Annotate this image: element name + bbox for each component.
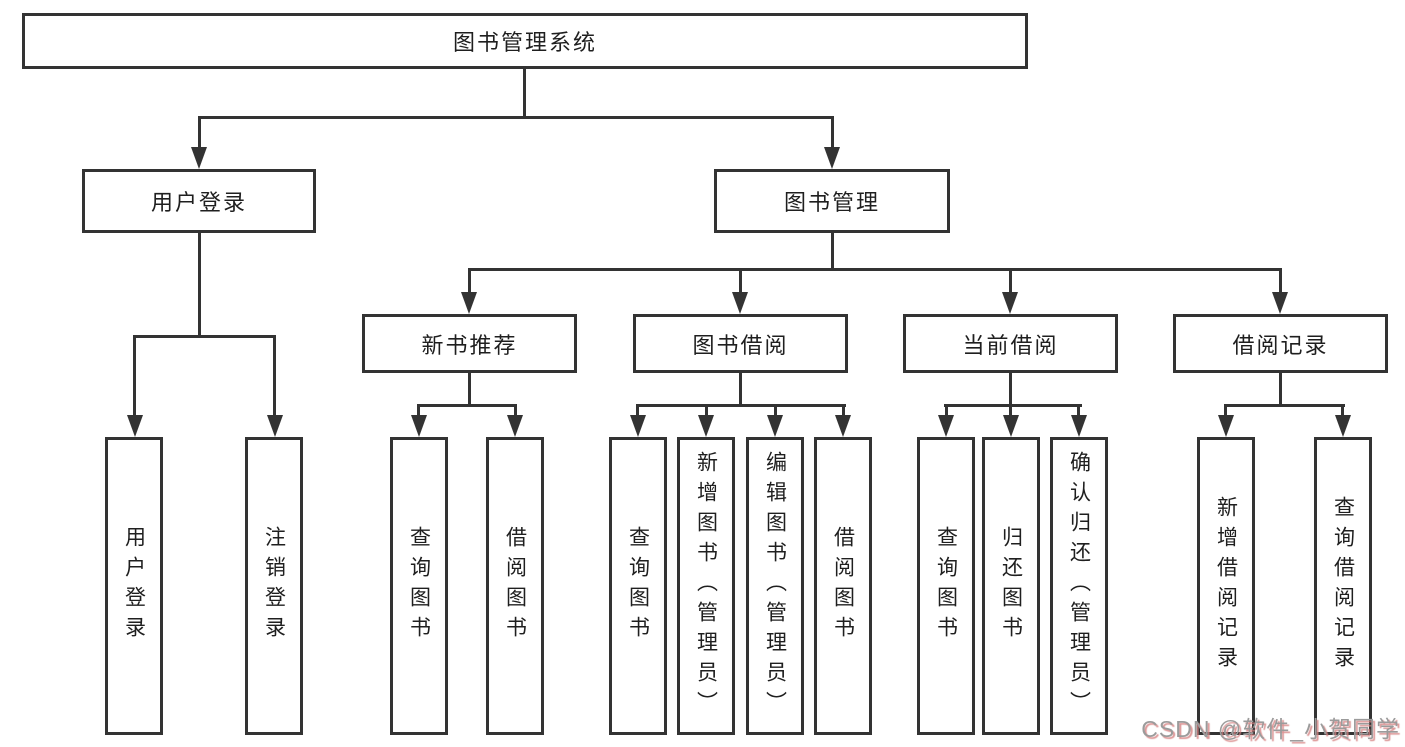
connector-segment <box>1224 404 1345 407</box>
node-book-mgmt: 图书管理 <box>714 169 950 233</box>
node-label: 新增借阅记录 <box>1214 496 1238 676</box>
connector-segment <box>739 373 742 407</box>
arrow-down-icon <box>1071 415 1087 437</box>
node-label: 注销登录 <box>262 526 286 646</box>
arrow-down-icon <box>127 415 143 437</box>
connector-segment <box>842 407 845 415</box>
connector-segment <box>468 373 471 407</box>
connector-segment <box>1279 271 1282 292</box>
arrow-down-icon <box>507 415 523 437</box>
arrow-down-icon <box>1002 292 1018 314</box>
leaf-bb-add-book-admin: 新增图书（管理员） <box>677 437 735 735</box>
connector-segment <box>468 271 471 292</box>
node-label: 新书推荐 <box>421 332 518 358</box>
arrow-down-icon <box>1003 415 1019 437</box>
arrow-down-icon <box>938 415 954 437</box>
node-label: 查询图书 <box>934 526 958 646</box>
node-label: 用户登录 <box>150 190 247 215</box>
connector-segment <box>1279 373 1282 407</box>
connector-segment <box>945 407 948 415</box>
node-label: 查询借阅记录 <box>1331 496 1355 676</box>
arrow-down-icon <box>835 415 851 437</box>
node-label: 查询图书 <box>407 526 431 646</box>
leaf-br-add-record: 新增借阅记录 <box>1197 437 1255 735</box>
node-label: 图书管理系统 <box>452 30 597 55</box>
node-label: 查询图书 <box>626 526 650 646</box>
arrow-down-icon <box>191 147 207 169</box>
leaf-bb-query-book: 查询图书 <box>609 437 667 735</box>
connector-segment <box>831 233 834 271</box>
node-label: 新增图书（管理员） <box>694 451 718 721</box>
connector-segment <box>1224 407 1227 415</box>
node-new-book-recommend: 新书推荐 <box>362 314 577 373</box>
connector-segment <box>831 119 834 147</box>
node-label: 图书借阅 <box>692 332 789 358</box>
arrow-down-icon <box>1218 415 1234 437</box>
leaf-cb-query-book: 查询图书 <box>917 437 975 735</box>
connector-segment <box>273 338 276 415</box>
leaf-user-login: 用户登录 <box>105 437 163 735</box>
leaf-nbr-borrow-book: 借阅图书 <box>486 437 544 735</box>
arrow-down-icon <box>630 415 646 437</box>
connector-segment <box>133 335 276 338</box>
arrow-down-icon <box>1335 415 1351 437</box>
node-label: 借阅记录 <box>1232 332 1329 358</box>
csdn-watermark: CSDN @软件_小贺同学 <box>1141 716 1400 742</box>
leaf-nbr-query-book: 查询图书 <box>390 437 448 735</box>
arrow-down-icon <box>698 415 714 437</box>
connector-segment <box>523 69 526 119</box>
node-label: 当前借阅 <box>962 332 1059 358</box>
node-root: 图书管理系统 <box>22 13 1028 69</box>
node-borrow-records: 借阅记录 <box>1173 314 1388 373</box>
arrow-down-icon <box>732 292 748 314</box>
connector-segment <box>1009 373 1012 407</box>
connector-segment <box>1077 407 1080 415</box>
connector-segment <box>636 404 846 407</box>
node-book-borrow: 图书借阅 <box>633 314 848 373</box>
leaf-cb-confirm-return-admin: 确认归还（管理员） <box>1050 437 1108 735</box>
node-label: 借阅图书 <box>831 526 855 646</box>
connector-segment <box>774 407 777 415</box>
node-label: 归还图书 <box>999 526 1023 646</box>
connector-segment <box>198 119 201 147</box>
connector-segment <box>636 407 639 415</box>
arrow-down-icon <box>1272 292 1288 314</box>
leaf-cb-return-book: 归还图书 <box>982 437 1040 735</box>
connector-segment <box>198 116 834 119</box>
node-user-login: 用户登录 <box>82 169 316 233</box>
node-current-borrow: 当前借阅 <box>903 314 1118 373</box>
connector-segment <box>1009 407 1012 415</box>
connector-segment <box>417 407 420 415</box>
connector-segment <box>198 233 201 338</box>
connector-segment <box>133 338 136 415</box>
connector-segment <box>468 268 1282 271</box>
connector-segment <box>514 407 517 415</box>
connector-segment <box>417 404 517 407</box>
arrow-down-icon <box>267 415 283 437</box>
node-label: 确认归还（管理员） <box>1067 451 1091 721</box>
node-label: 图书管理 <box>783 190 880 215</box>
arrow-down-icon <box>411 415 427 437</box>
leaf-bb-borrow-book: 借阅图书 <box>814 437 872 735</box>
node-label: 编辑图书（管理员） <box>763 451 787 721</box>
connector-segment <box>1009 271 1012 292</box>
connector-segment <box>944 404 1082 407</box>
arrow-down-icon <box>461 292 477 314</box>
connector-segment <box>1341 407 1344 415</box>
node-label: 用户登录 <box>122 526 146 646</box>
leaf-br-query-record: 查询借阅记录 <box>1314 437 1372 735</box>
connector-segment <box>705 407 708 415</box>
leaf-logout: 注销登录 <box>245 437 303 735</box>
node-label: 借阅图书 <box>503 526 527 646</box>
arrow-down-icon <box>767 415 783 437</box>
connector-segment <box>739 271 742 292</box>
arrow-down-icon <box>824 147 840 169</box>
leaf-bb-edit-book-admin: 编辑图书（管理员） <box>746 437 804 735</box>
